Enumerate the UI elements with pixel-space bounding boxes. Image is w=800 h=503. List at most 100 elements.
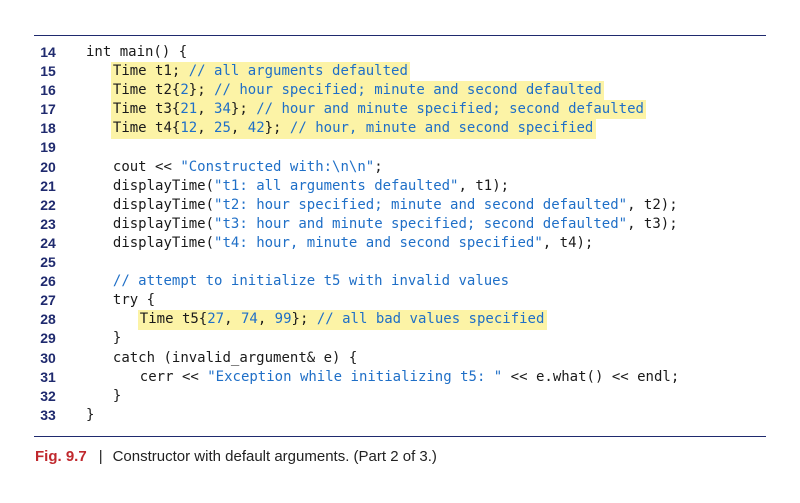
line-number: 32 [40, 387, 56, 404]
code-token: displayTime( [112, 196, 215, 213]
code-comment: // hour and minute specified; second def… [256, 101, 644, 118]
line-number: 16 [40, 82, 56, 99]
line-number: 23 [40, 215, 56, 232]
code-line: 23 displayTime("t3: hour and minute speci… [0, 215, 800, 234]
code-token: , [197, 120, 215, 137]
code-line: 33} [0, 406, 800, 425]
code-token: catch (invalid_argument& e) { [112, 349, 358, 366]
code-line: 30 catch (invalid_argument& e) { [0, 349, 800, 368]
code-string: "t3: hour and minute specified; second d… [214, 215, 628, 232]
line-number: 31 [40, 368, 56, 385]
line-number: 33 [40, 406, 56, 423]
code-text: Time t5{27, 74, 99}; // all bad values s… [140, 310, 770, 329]
line-number: 27 [40, 292, 56, 309]
code-string: "t2: hour specified; minute and second d… [214, 196, 628, 213]
code-line: 31 cerr << "Exception while initializing … [0, 368, 800, 387]
line-number: 26 [40, 273, 56, 290]
code-token: int main() { [86, 44, 188, 60]
code-token: Time t4{ [112, 120, 181, 137]
line-number: 14 [40, 44, 56, 60]
code-line: 22 displayTime("t2: hour specified; minut… [0, 196, 800, 215]
code-line: 27 try { [0, 291, 800, 310]
code-token: try { [112, 292, 156, 309]
code-number: 12 [180, 120, 198, 137]
code-number: 25 [214, 120, 231, 137]
code-token: Time t2{ [112, 82, 181, 99]
figure-caption: Fig. 9.7 | Constructor with default argume… [35, 445, 437, 469]
code-string: "Exception while initializing t5: " [207, 368, 503, 385]
code-token: cerr << [139, 368, 208, 385]
code-token: } [112, 387, 122, 404]
code-listing: 14 int main() { 15 Time t1; // all argument… [0, 43, 800, 425]
code-highlight [110, 100, 646, 120]
code-highlight [110, 81, 604, 101]
code-line: 16 Time t2{2}; // hour specified; minute … [0, 81, 800, 101]
code-token: Time t1; [112, 63, 189, 80]
line-number: 19 [40, 139, 56, 156]
code-token: , [197, 101, 215, 118]
caption-separator: | [98, 448, 103, 465]
line-number: 24 [40, 234, 56, 251]
code-text: displayTime("t1: all arguments defaulted… [113, 177, 770, 196]
code-token: , t4); [542, 234, 594, 251]
line-number: 22 [40, 196, 56, 213]
code-token: } [112, 330, 122, 347]
code-token: ; [374, 158, 383, 175]
code-number: 27 [207, 311, 225, 328]
code-token: , [257, 311, 275, 328]
code-line: 25 [0, 253, 800, 272]
code-string: "t1: all arguments defaulted" [214, 177, 459, 194]
code-comment: // all arguments defaulted [188, 63, 408, 80]
caption-text: Constructor with default arguments. (Par… [112, 448, 437, 465]
code-token: }; [230, 101, 257, 118]
code-highlight [110, 119, 596, 139]
code-comment: // all bad values specified [316, 311, 545, 328]
line-number: 20 [40, 158, 56, 175]
code-line: 24 displayTime("t4: hour, minute and seco… [0, 234, 800, 253]
code-number: 21 [180, 101, 198, 118]
code-token: , t1); [458, 177, 510, 194]
code-token: } [86, 406, 95, 423]
top-rule [34, 35, 766, 36]
code-line: 17 Time t3{21, 34}; // hour and minute sp… [0, 100, 800, 120]
code-number: 42 [247, 120, 265, 137]
code-token: , [224, 311, 241, 328]
code-text: catch (invalid_argument& e) { [113, 349, 770, 368]
code-text: Time t3{21, 34}; // hour and minute spec… [113, 100, 770, 119]
code-token: , t2); [627, 196, 678, 213]
code-text: try { [113, 291, 770, 310]
code-number: 34 [214, 101, 231, 118]
code-token: << e.what() << endl; [502, 368, 680, 385]
code-text: displayTime("t2: hour specified; minute … [113, 196, 770, 215]
code-string: "t4: hour, minute and second specified" [214, 234, 543, 251]
code-text: displayTime("t4: hour, minute and second… [113, 234, 770, 253]
code-number: 2 [180, 82, 189, 99]
code-line: 26 // attempt to initialize t5 with inval… [0, 272, 800, 291]
code-token: , [230, 120, 248, 137]
code-comment: // hour specified; minute and second def… [214, 82, 602, 99]
code-text: int main() { [86, 43, 770, 62]
code-text: } [113, 387, 770, 406]
code-token: Time t5{ [139, 311, 208, 328]
code-token: }; [291, 311, 317, 328]
code-text: } [86, 406, 770, 425]
code-token: cout << [112, 158, 181, 175]
code-comment: // hour, minute and second specified [289, 120, 594, 137]
code-comment: // attempt to initialize t5 with invalid… [112, 273, 510, 290]
code-number: 74 [240, 311, 258, 328]
figure-label: Fig. 9.7 [35, 448, 87, 465]
code-token: }; [188, 82, 215, 99]
code-text: cout << "Constructed with:\n\n"; [113, 158, 770, 177]
code-token: displayTime( [112, 215, 215, 232]
code-token: }; [264, 120, 290, 137]
code-highlight [137, 310, 547, 330]
code-string: "Constructed with:\n\n" [180, 158, 375, 175]
code-text: Time t4{12, 25, 42}; // hour, minute and… [113, 119, 770, 138]
code-line: 29} [0, 329, 800, 348]
line-number: 30 [40, 349, 56, 366]
line-number: 21 [40, 177, 56, 194]
code-line: 19 [0, 138, 800, 157]
line-number: 15 [40, 63, 56, 80]
line-number: 17 [40, 101, 56, 118]
